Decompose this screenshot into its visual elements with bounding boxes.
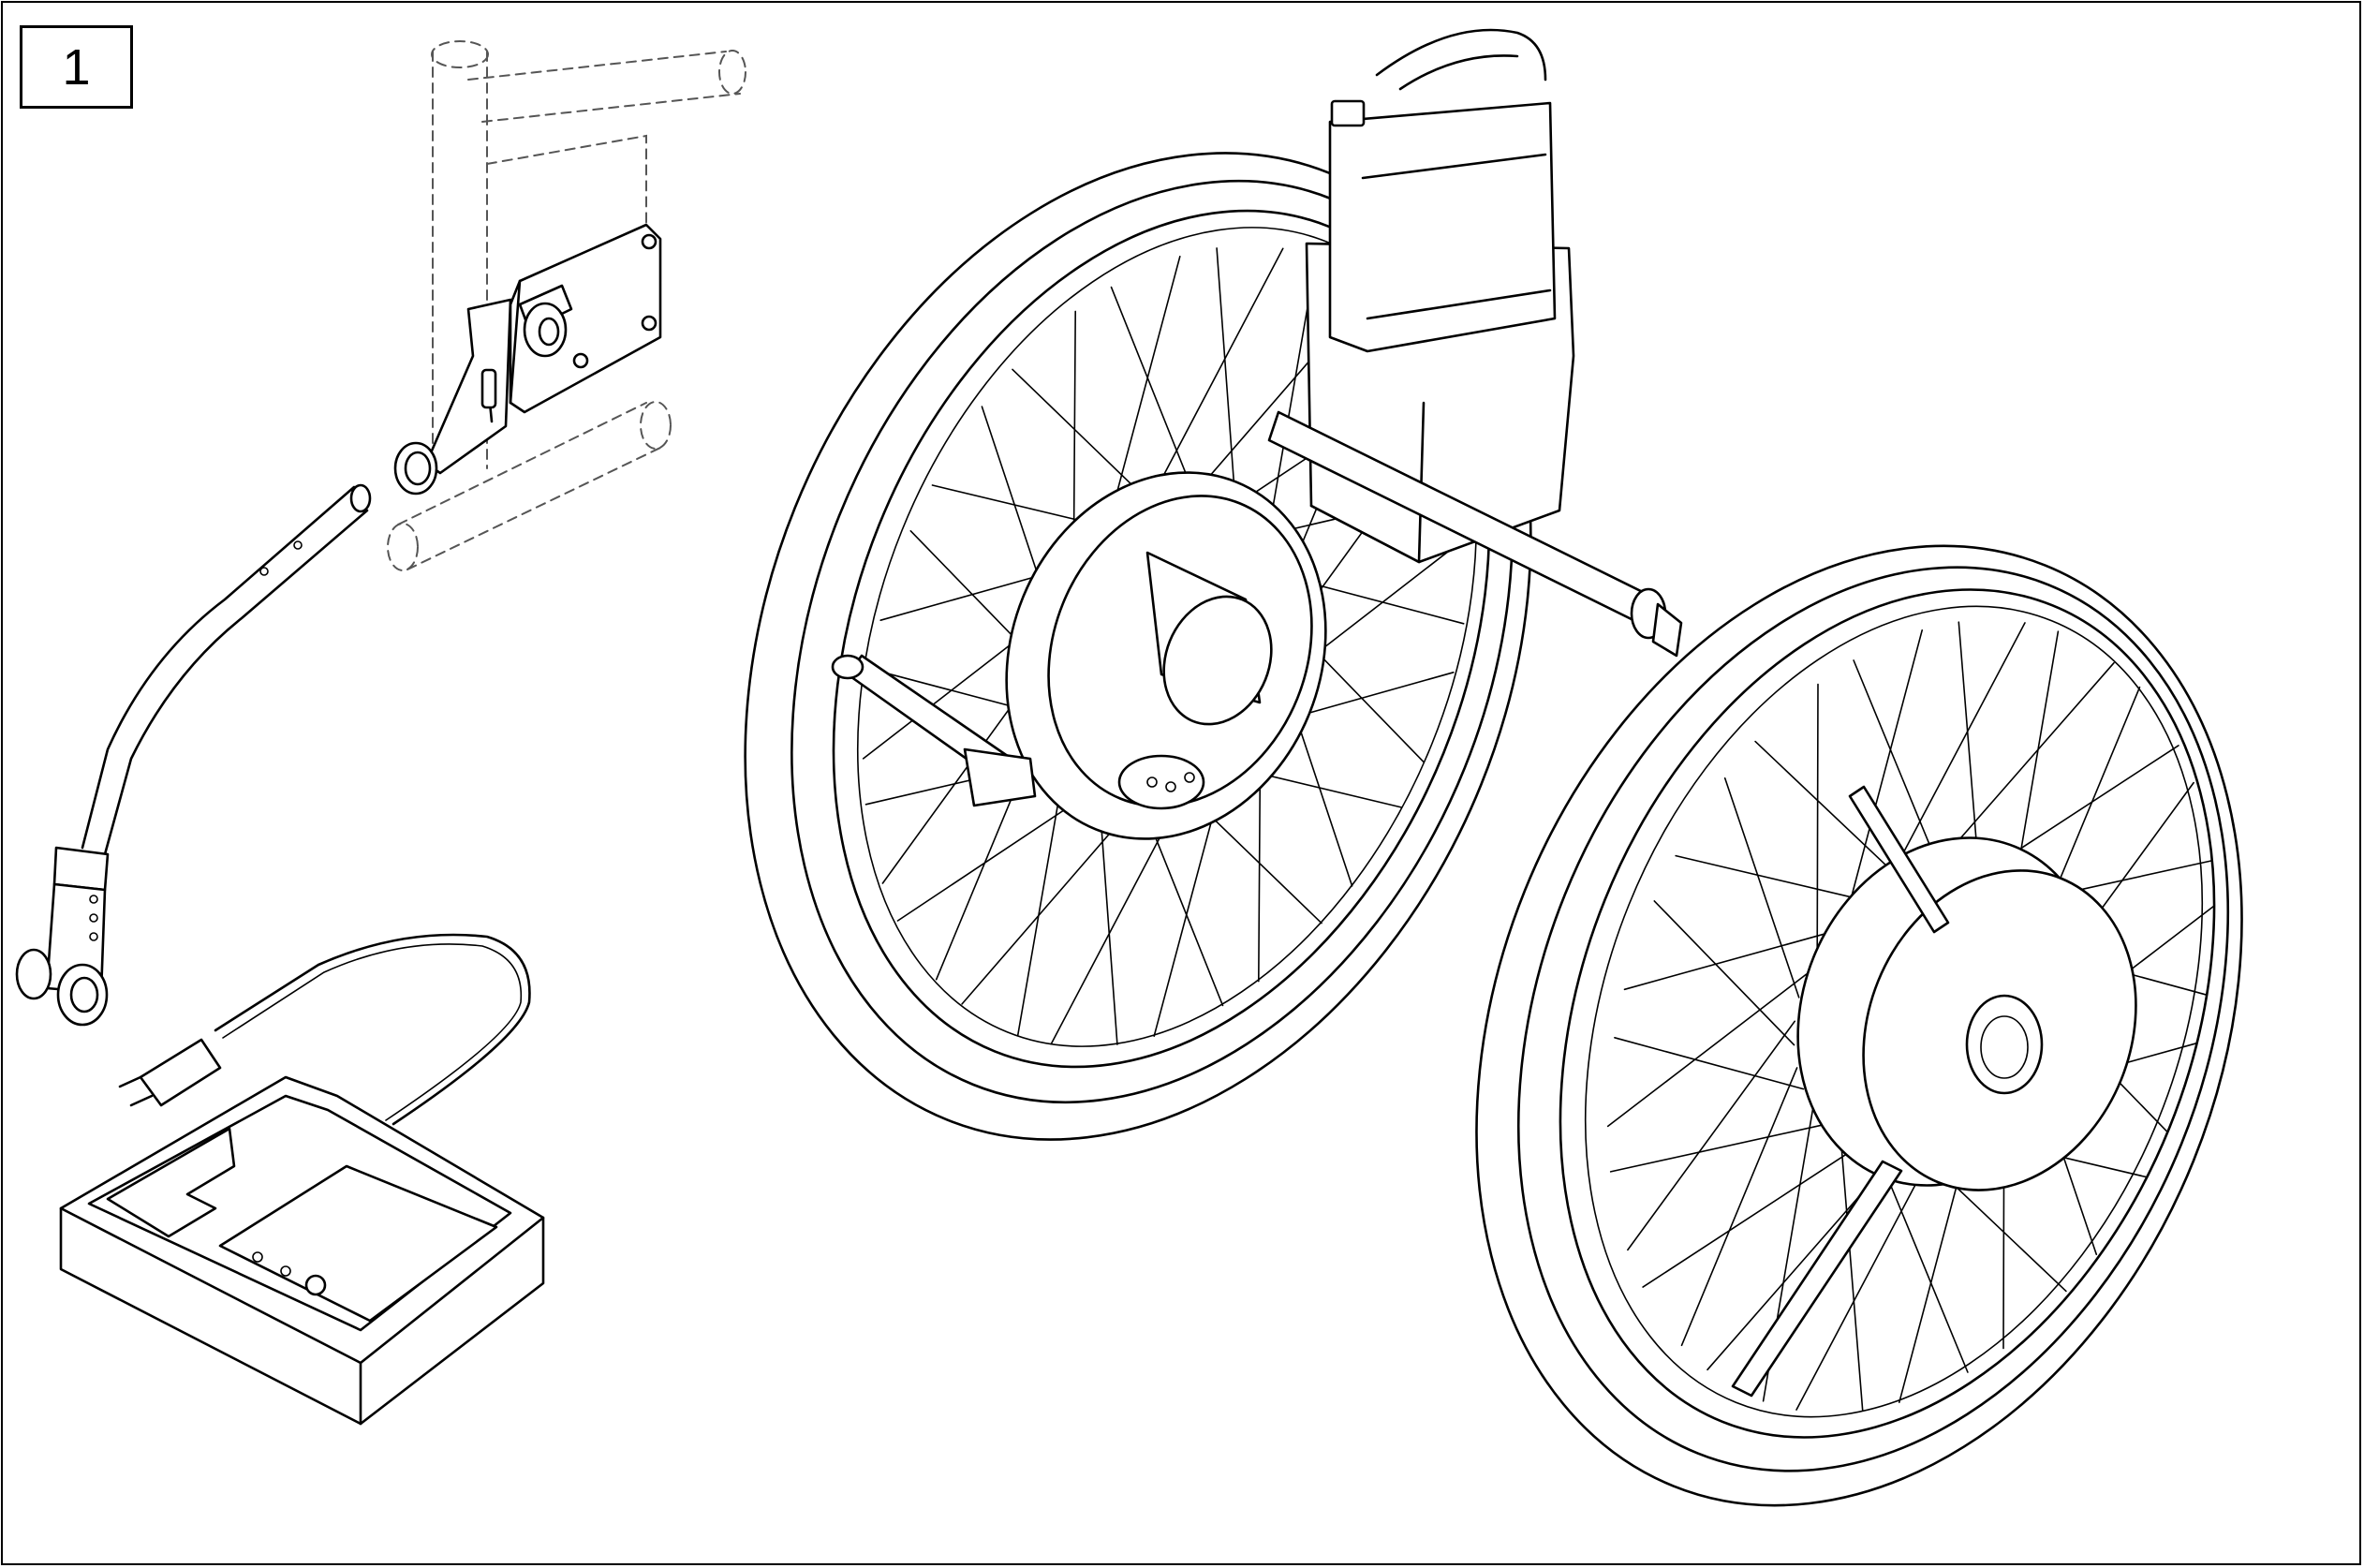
wheel-spoke (1606, 973, 1808, 1128)
mounting-bracket (387, 40, 746, 571)
wheel-spoke (1653, 900, 1795, 1046)
wheel-spoke (1839, 1136, 1864, 1412)
wheel-spoke (1723, 777, 1800, 998)
wheel-spoke (1795, 1142, 1939, 1411)
wheel-spoke (1883, 622, 2026, 891)
wheel-spoke (1675, 854, 1866, 902)
wheel-spoke (1642, 1146, 1859, 1288)
figure-callout-number: 1 (20, 25, 133, 109)
wheel-spoke (1845, 629, 1923, 916)
wheel-spoke (1627, 1020, 1795, 1251)
wheel-spoke (1754, 740, 1905, 883)
charger (59, 933, 545, 1426)
left-drive-wheel (744, 28, 1683, 1141)
right-drive-wheel (1475, 544, 2243, 1507)
wheel-spoke (1216, 247, 1238, 526)
wheel-spoke (1680, 1067, 1798, 1347)
wheel-spoke (1623, 931, 1832, 991)
wheel-spoke (1614, 1037, 1805, 1090)
wheel-spoke (1816, 683, 1819, 954)
wheel-spoke (1876, 1151, 1969, 1373)
anti-tip-tube (15, 483, 372, 1027)
wheel-spoke (1609, 1123, 1826, 1173)
